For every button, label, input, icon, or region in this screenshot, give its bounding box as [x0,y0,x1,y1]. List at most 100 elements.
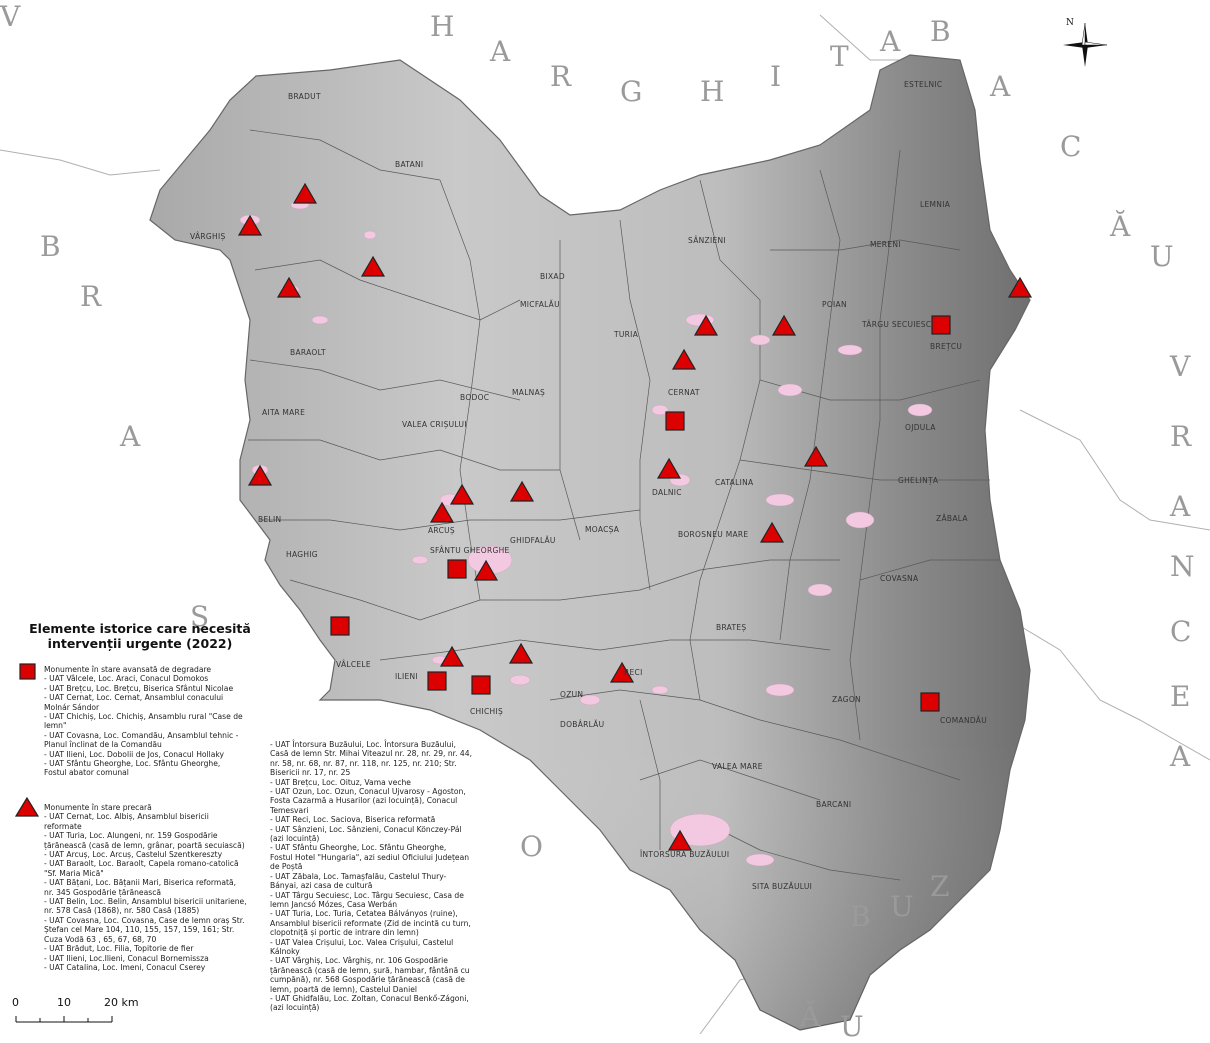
legend-precarious-label: Monumente în stare precară [44,803,152,812]
legend-item: de Poștă [270,862,303,872]
degraded-markers [330,315,951,712]
legend-item: - UAT Covasna, Loc. Covasna, Case de lem… [44,915,245,925]
neighbor-letter: N [1170,550,1197,583]
neighbor-letter: A [120,420,143,453]
uat-label: ESTELNIC [904,80,943,89]
scale-tick-10: 10 [57,996,71,1009]
scale-bar [15,1016,113,1023]
north-label: N [1066,18,1074,28]
uat-label: RECI [624,668,643,677]
neighbor-letter: V [1170,350,1193,383]
legend-item: - UAT Valea Crișului, Loc. Valea Crișulu… [270,937,454,947]
legend-item: reformate [44,821,82,831]
legend-precarious-col2: - UAT Întorsura Buzăului, Loc. Întorsura… [270,740,530,1013]
neighbor-letter: H [430,10,457,43]
precarious-marker [276,276,302,298]
uat-label: COVASNA [880,574,919,583]
uat-label: ARCUȘ [428,526,455,535]
legend-item: Molnár Sándor [44,702,100,712]
legend-item: Temesvari [270,805,309,815]
legend-item: nr. 58, nr. 68, nr. 87, nr. 118, nr. 125… [270,758,457,768]
precarious-marker [667,829,693,851]
uat-label: COMANDĂU [940,716,988,725]
legend-item: - UAT Întorsura Buzăului, Loc. Întorsura… [270,740,456,749]
legend-item: țărănească (casă de lemn, grânar, poartă… [44,840,245,850]
legend-item: - UAT Belin, Loc. Belin, Ansamblul biser… [44,897,247,907]
legend-item: - UAT Ilieni, Loc. Dobolii de Jos, Conac… [44,749,225,759]
neighbor-letter: Ă [1110,210,1133,243]
legend-item: - UAT Sfântu Gheorghe, Loc. Sfântu Gheor… [270,843,447,853]
neighbor-letter: A [1170,490,1193,523]
legend-precarious-symbol [14,796,40,817]
precarious-marker [292,182,318,204]
uat-label: VALEA CRIȘULUI [402,420,467,429]
uat-label: VÂRGHIȘ [190,232,226,241]
precarious-markers [237,182,1033,851]
legend-item: cumpănă), nr. 568 Gospodărie țărănească … [270,975,465,985]
precarious-marker [449,483,475,505]
uat-label: BELIN [258,515,282,524]
precarious-marker [360,255,386,277]
neighbor-letter: A [1170,740,1193,773]
legend-item: lemn" [44,721,67,731]
precarious-marker [508,642,534,664]
legend-degraded: Monumente în stare avansată de degradare… [44,665,264,778]
legend-title: Elemente istorice care necesită interven… [29,621,251,651]
precarious-marker [473,559,499,581]
precarious-marker [609,661,635,683]
neighbor-letter: Ș [190,600,212,633]
uat-label: BATANI [395,160,424,169]
uat-label: GHELINȚA [898,476,939,485]
legend-item: - UAT Bățani, Loc. Bățanii Mari, Biseric… [44,878,237,888]
neighbor-letter: B [930,15,953,48]
legend-item: - UAT Vâlcele, Loc. Araci, Conacul Domok… [44,674,209,684]
precarious-marker [509,480,535,502]
uat-label: ÎNTORSURA BUZĂULUI [640,850,730,859]
legend-item: - UAT Cernat, Loc. Albiș, Ansamblul bise… [44,812,209,822]
precarious-marker [247,464,273,486]
uat-label: CHICHIȘ [470,707,504,716]
legend-item: - UAT Sfântu Gheorghe, Loc. Sfântu Gheor… [44,759,221,769]
neighbor-boundaries [0,14,1210,1034]
legend-item: Casă de lemn Str. Mihai Viteazul nr. 28,… [270,749,473,759]
uat-label: BARCANI [816,800,852,809]
precarious-marker [693,314,719,336]
uat-label: SFÂNTU GHEORGHE [430,546,510,555]
uat-label: ZAGON [832,695,861,704]
legend-item: lemn Jancsó Mózes, Casa Werbán [270,899,398,909]
uat-label: VALEA MARE [712,762,763,771]
degraded-marker [931,315,951,335]
degraded-marker [920,692,940,712]
uat-label: MERENI [870,240,901,249]
legend-item: - UAT Brădut, Loc. Filia, Topitorie de f… [44,944,194,954]
uat-label: GHIDFALĂU [510,536,556,545]
neighbor-letter: U [840,1010,866,1043]
neighbor-letter: U [1150,240,1176,273]
legend-degraded-symbol [19,663,36,680]
precarious-marker [429,501,455,523]
uat-label: BARAOLT [290,348,326,357]
legend-item: Fostul abator comunal [44,768,129,778]
precarious-marker [439,645,465,667]
uat-label: TÂRGU SECUIESC [862,320,932,329]
legend-item: - UAT Vârghiș, Loc. Vârghiș, nr. 106 Gos… [270,956,448,966]
precarious-marker [237,214,263,236]
legend-item: "Sf. Maria Mică" [44,868,104,878]
legend-item: - UAT Ghidfalău, Loc. Zoltan, Conacul Be… [270,993,469,1003]
legend-item: (azi locuință) [270,1003,320,1013]
uat-label: SITA BUZĂULUI [752,882,813,891]
uat-label: HAGHIG [286,550,318,559]
precarious-marker [1007,276,1033,298]
neighbor-letter: G [620,75,645,108]
legend-item: - UAT Reci, Loc. Saciova, Biserica refor… [270,815,436,825]
legend-item: - UAT Turia, Loc. Turia, Cetatea Bálvány… [270,909,458,919]
legend-item: Kálnoky [270,946,300,956]
uat-label: BOROSNEU MARE [678,530,749,539]
uat-label: BODOC [460,393,490,402]
legend-item: - UAT Ilieni, Loc.Ilieni, Conacul Bornem… [44,953,209,963]
precarious-marker [671,348,697,370]
neighbor-letter: R [80,280,104,313]
legend-item: Bisericii nr. 17, nr. 25 [270,768,351,778]
legend-item: Ștefan cel Mare 104, 110, 155, 157, 159,… [44,925,235,935]
